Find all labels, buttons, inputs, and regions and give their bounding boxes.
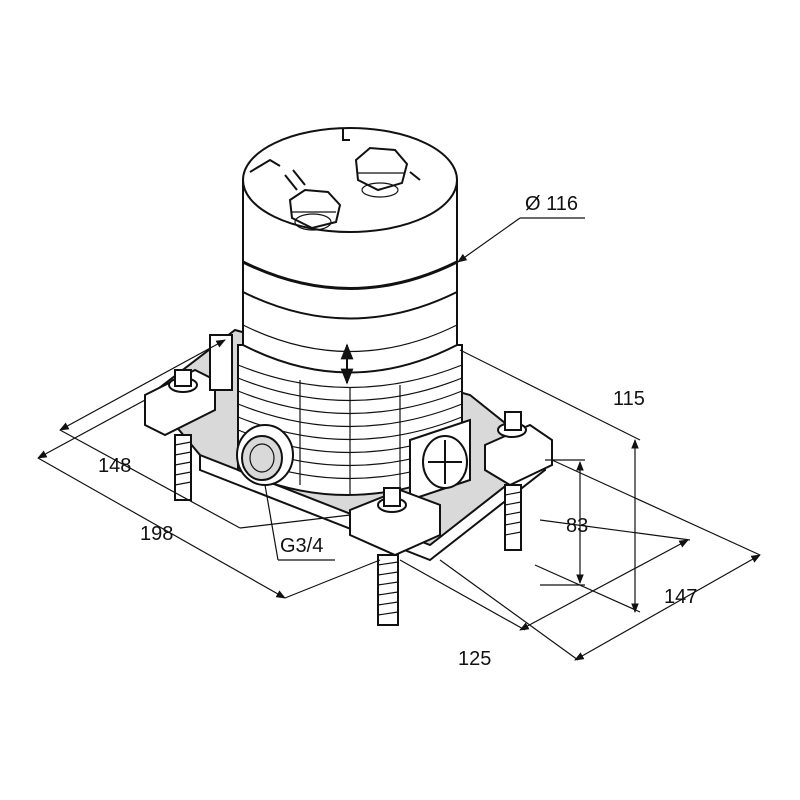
label-83: 83 [566, 515, 588, 537]
label-diameter: Ø 116 [525, 193, 578, 215]
label-198: 198 [140, 523, 173, 545]
port-right [409, 418, 471, 502]
hex-cap-left [288, 188, 342, 231]
bracket-right [484, 411, 553, 551]
label-thread: G3/4 [280, 535, 323, 557]
label-147: 147 [664, 586, 697, 608]
port-g34 [236, 424, 294, 486]
label-115: 115 [613, 388, 645, 410]
dimension-lines [37, 217, 761, 661]
bracket-front [349, 487, 441, 626]
hex-cap-right [354, 146, 409, 198]
cylinder-cover [242, 127, 458, 374]
label-125: 125 [458, 648, 491, 670]
top-markings-icon [249, 158, 421, 191]
label-148: 148 [98, 455, 131, 477]
